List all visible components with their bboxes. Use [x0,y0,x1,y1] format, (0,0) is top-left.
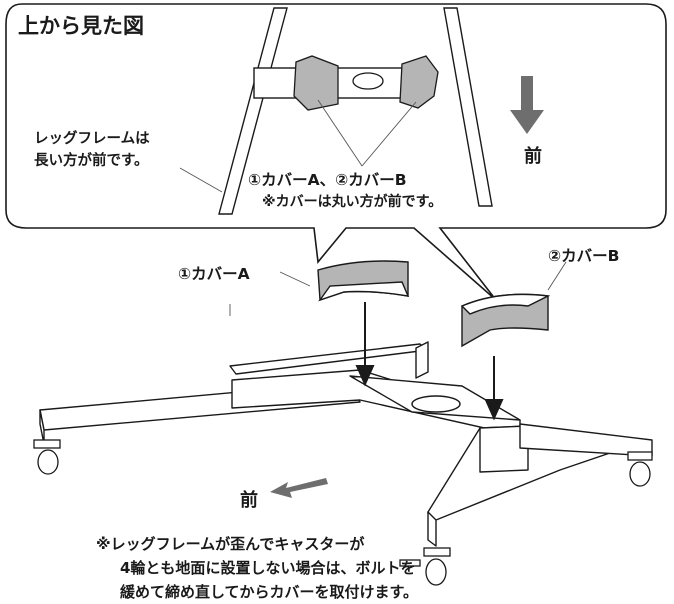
casters [33,439,653,586]
cover-a [317,260,410,302]
warning-line: ※レッグフレームが歪んでキャスターが [96,535,365,553]
top-view-leader-lines [179,99,417,193]
leg-note-line: 長い方が前です。 [34,153,149,169]
cover-a-label: ①カバーA [178,265,250,283]
cover-b [460,293,551,348]
cover-leader-lines [229,261,567,316]
insert-arrows [355,302,504,421]
covers-label: ①カバーA、②カバーB [248,171,407,189]
top-view-callout [5,3,667,301]
front-label-top: 前 [524,146,542,167]
top-view-covers [293,55,439,111]
front-arrow-down [510,76,544,134]
front-arrow-left [270,478,328,498]
front-label-bottom: 前 [240,490,258,511]
leg-note-line: レッグフレームは [34,131,150,147]
cover-b-label: ②カバーB [548,247,620,265]
view-title: 上から見た図 [18,14,144,38]
warning-line: 4輪とも地面に設置しない場合は、ボルトを [120,559,416,577]
warning-line: 緩めて締め直してからカバーを取付けます。 [120,583,419,601]
leg-frame-note: レッグフレームは 長い方が前です。 [34,128,150,172]
warning-note: ※レッグフレームが歪んでキャスターが 4輪とも地面に設置しない場合は、ボルトを … [96,532,418,604]
covers-note: ※カバーは丸い方が前です。 [262,194,443,210]
base-frame [39,341,653,547]
